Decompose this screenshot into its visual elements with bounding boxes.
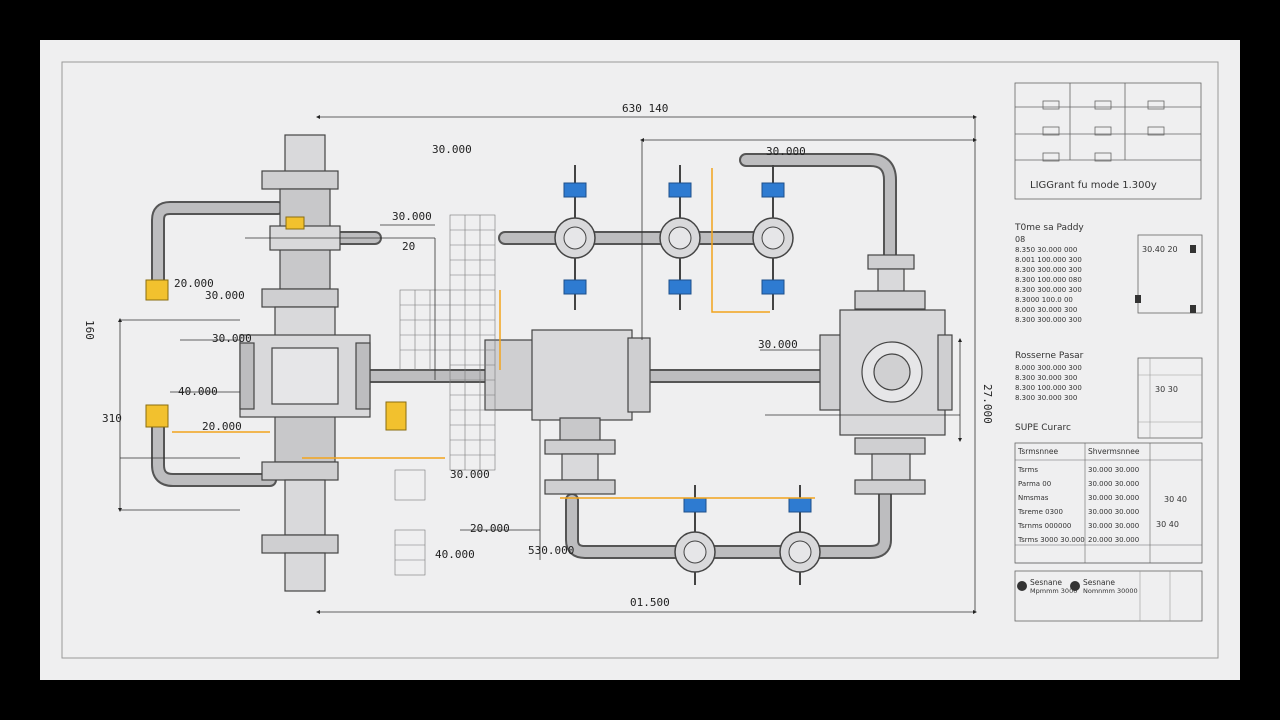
dim-left-top: 30.000 [432, 143, 472, 156]
sensor-lower-left [145, 404, 169, 428]
section-2-line: 8.300 30.000 300 [1015, 394, 1077, 402]
footer-right-sub: Nomnmm 30000 [1083, 587, 1138, 595]
left-pump-body [239, 334, 371, 418]
inset-2: 30 30 [1137, 357, 1203, 439]
logo-mark-right [1070, 581, 1080, 591]
table-row-label: Tsrnms 000000 [1017, 522, 1071, 530]
table-row-value: 30.000 30.000 [1088, 466, 1139, 474]
legend-caption: LIGGrant fu mode 1.300y [1030, 180, 1157, 191]
section-1-line: 8.300 100.000 080 [1015, 276, 1082, 284]
dim-inner-b: 20 [402, 240, 415, 253]
sensor-manifold [285, 216, 305, 230]
table-header-2: Shvermsnnee [1088, 447, 1140, 456]
signal-lines [172, 168, 815, 499]
dim-small-1: 30.000 [450, 468, 490, 481]
section-2-line: 8.300 100.000 300 [1015, 384, 1082, 392]
footer-block: Sesnane Mpmmm 3000 Sesnane Nomnmm 30000 [1014, 570, 1203, 622]
table-row-value: 20.000 30.000 [1088, 536, 1139, 544]
valve-top-3 [752, 165, 794, 310]
table-row-label: Tsreme 0300 [1017, 508, 1063, 516]
top-valve-row [554, 165, 794, 310]
valve-bottom-1 [674, 485, 716, 585]
drawing-sheet: 630 140 30.000 30.000 30.000 20 20.000 3… [40, 40, 1240, 680]
section-1-lines: 8.350 30.000 000 8.001 100.000 300 8.300 3… [1015, 246, 1082, 324]
dim-mid-a: 40.000 [178, 385, 218, 398]
sheet-border [61, 61, 1219, 659]
valve-top-2 [659, 165, 701, 310]
sensor-center [385, 401, 407, 431]
dim-center: 30.000 [758, 338, 798, 351]
dim-bottom-overall: 01.500 [630, 596, 670, 609]
dim-top-overall: 630 140 [622, 102, 668, 115]
table-row-label: Parma 00 [1018, 480, 1051, 488]
valve-bottom-2 [779, 485, 821, 585]
section-3-heading: SUPE Curarc [1015, 423, 1071, 433]
dim-valve-top: 30.000 [766, 145, 806, 158]
inset-1-label: 30.40 20 [1142, 245, 1178, 254]
table-row-label: Tsrms [1017, 466, 1038, 474]
section-1-line: 8.3000 100.0 00 [1015, 296, 1073, 304]
section-1-heading: T0me sa Paddy [1014, 223, 1084, 233]
yellow-instruments [145, 216, 407, 431]
piping-schematic: 630 140 30.000 30.000 30.000 20 20.000 3… [61, 61, 1219, 659]
footer-left-sub: Mpmmm 3000 [1030, 587, 1077, 595]
legend-grid [1014, 82, 1202, 200]
dim-bottom-mid: 530.000 [528, 544, 574, 557]
bottom-valve-row [674, 485, 821, 585]
footer-right: Sesnane [1083, 578, 1115, 587]
dim-side-b: 30.000 [205, 289, 245, 302]
dim-left-small: 30.000 [212, 332, 252, 345]
dim-small-2: 40.000 [435, 548, 475, 561]
section-2-lines: 8.000 300.000 300 8.300 30.000 300 8.300 1… [1015, 364, 1082, 402]
section-1-line: 8.300 300.000 300 [1015, 286, 1082, 294]
dim-side-a: 20.000 [174, 277, 214, 290]
table-row-label: Tsrms 3000 30.000 [1017, 536, 1085, 544]
section-1-line: 8.350 30.000 000 [1015, 246, 1077, 254]
dimension-labels: 630 140 30.000 30.000 30.000 20 20.000 3… [83, 102, 994, 609]
title-block: LIGGrant fu mode 1.300y T0me sa Paddy 08… [1014, 82, 1203, 622]
section-2-line: 8.300 30.000 300 [1015, 374, 1077, 382]
table-row-value: 30.000 30.000 [1088, 494, 1139, 502]
dim-bottom-a: 20.000 [470, 522, 510, 535]
logo-mark-left [1017, 581, 1027, 591]
dimension-lines [118, 115, 977, 614]
dim-mid-b: 20.000 [202, 420, 242, 433]
section-1-line: 8.000 30.000 300 [1015, 306, 1077, 314]
right-pump [819, 254, 953, 495]
section-1-sub: 08 [1015, 235, 1025, 244]
dim-left-v1: 160 [83, 320, 96, 340]
valve-top-1 [554, 165, 596, 310]
table-row-value: 30.000 30.000 [1088, 522, 1139, 530]
section-2-heading: Rosserne Pasar [1015, 351, 1084, 361]
section-1-line: 8.001 100.000 300 [1015, 256, 1082, 264]
dim-inner-a: 30.000 [392, 210, 432, 223]
pipe-network [151, 153, 897, 559]
dim-right-vert: 27.000 [981, 384, 994, 424]
inset-2-label: 30 30 [1155, 385, 1178, 394]
footer-left: Sesnane [1030, 578, 1062, 587]
section-2-line: 8.000 300.000 300 [1015, 364, 1082, 372]
sensor-upper-left [145, 279, 169, 301]
table-row-value: 30.000 30.000 [1088, 508, 1139, 516]
table-row-value: 30.000 30.000 [1088, 480, 1139, 488]
section-1-line: 8.300 300.000 300 [1015, 266, 1082, 274]
section-1-line: 8.300 300.000 300 [1015, 316, 1082, 324]
table-row-label: Nmsmas [1018, 494, 1049, 502]
spec-table: Tsrmsnnee Shvermsnnee Tsrms 30.000 30.000… [1014, 442, 1203, 564]
table-header-1: Tsrmsnnee [1017, 447, 1059, 456]
table-side-b: 30 40 [1156, 520, 1179, 529]
instrument-grid [394, 214, 496, 576]
table-side-a: 30 40 [1164, 495, 1187, 504]
dim-left-v2: 310 [102, 412, 122, 425]
inset-1: 30.40 20 [1135, 234, 1203, 314]
center-pump [484, 329, 651, 495]
